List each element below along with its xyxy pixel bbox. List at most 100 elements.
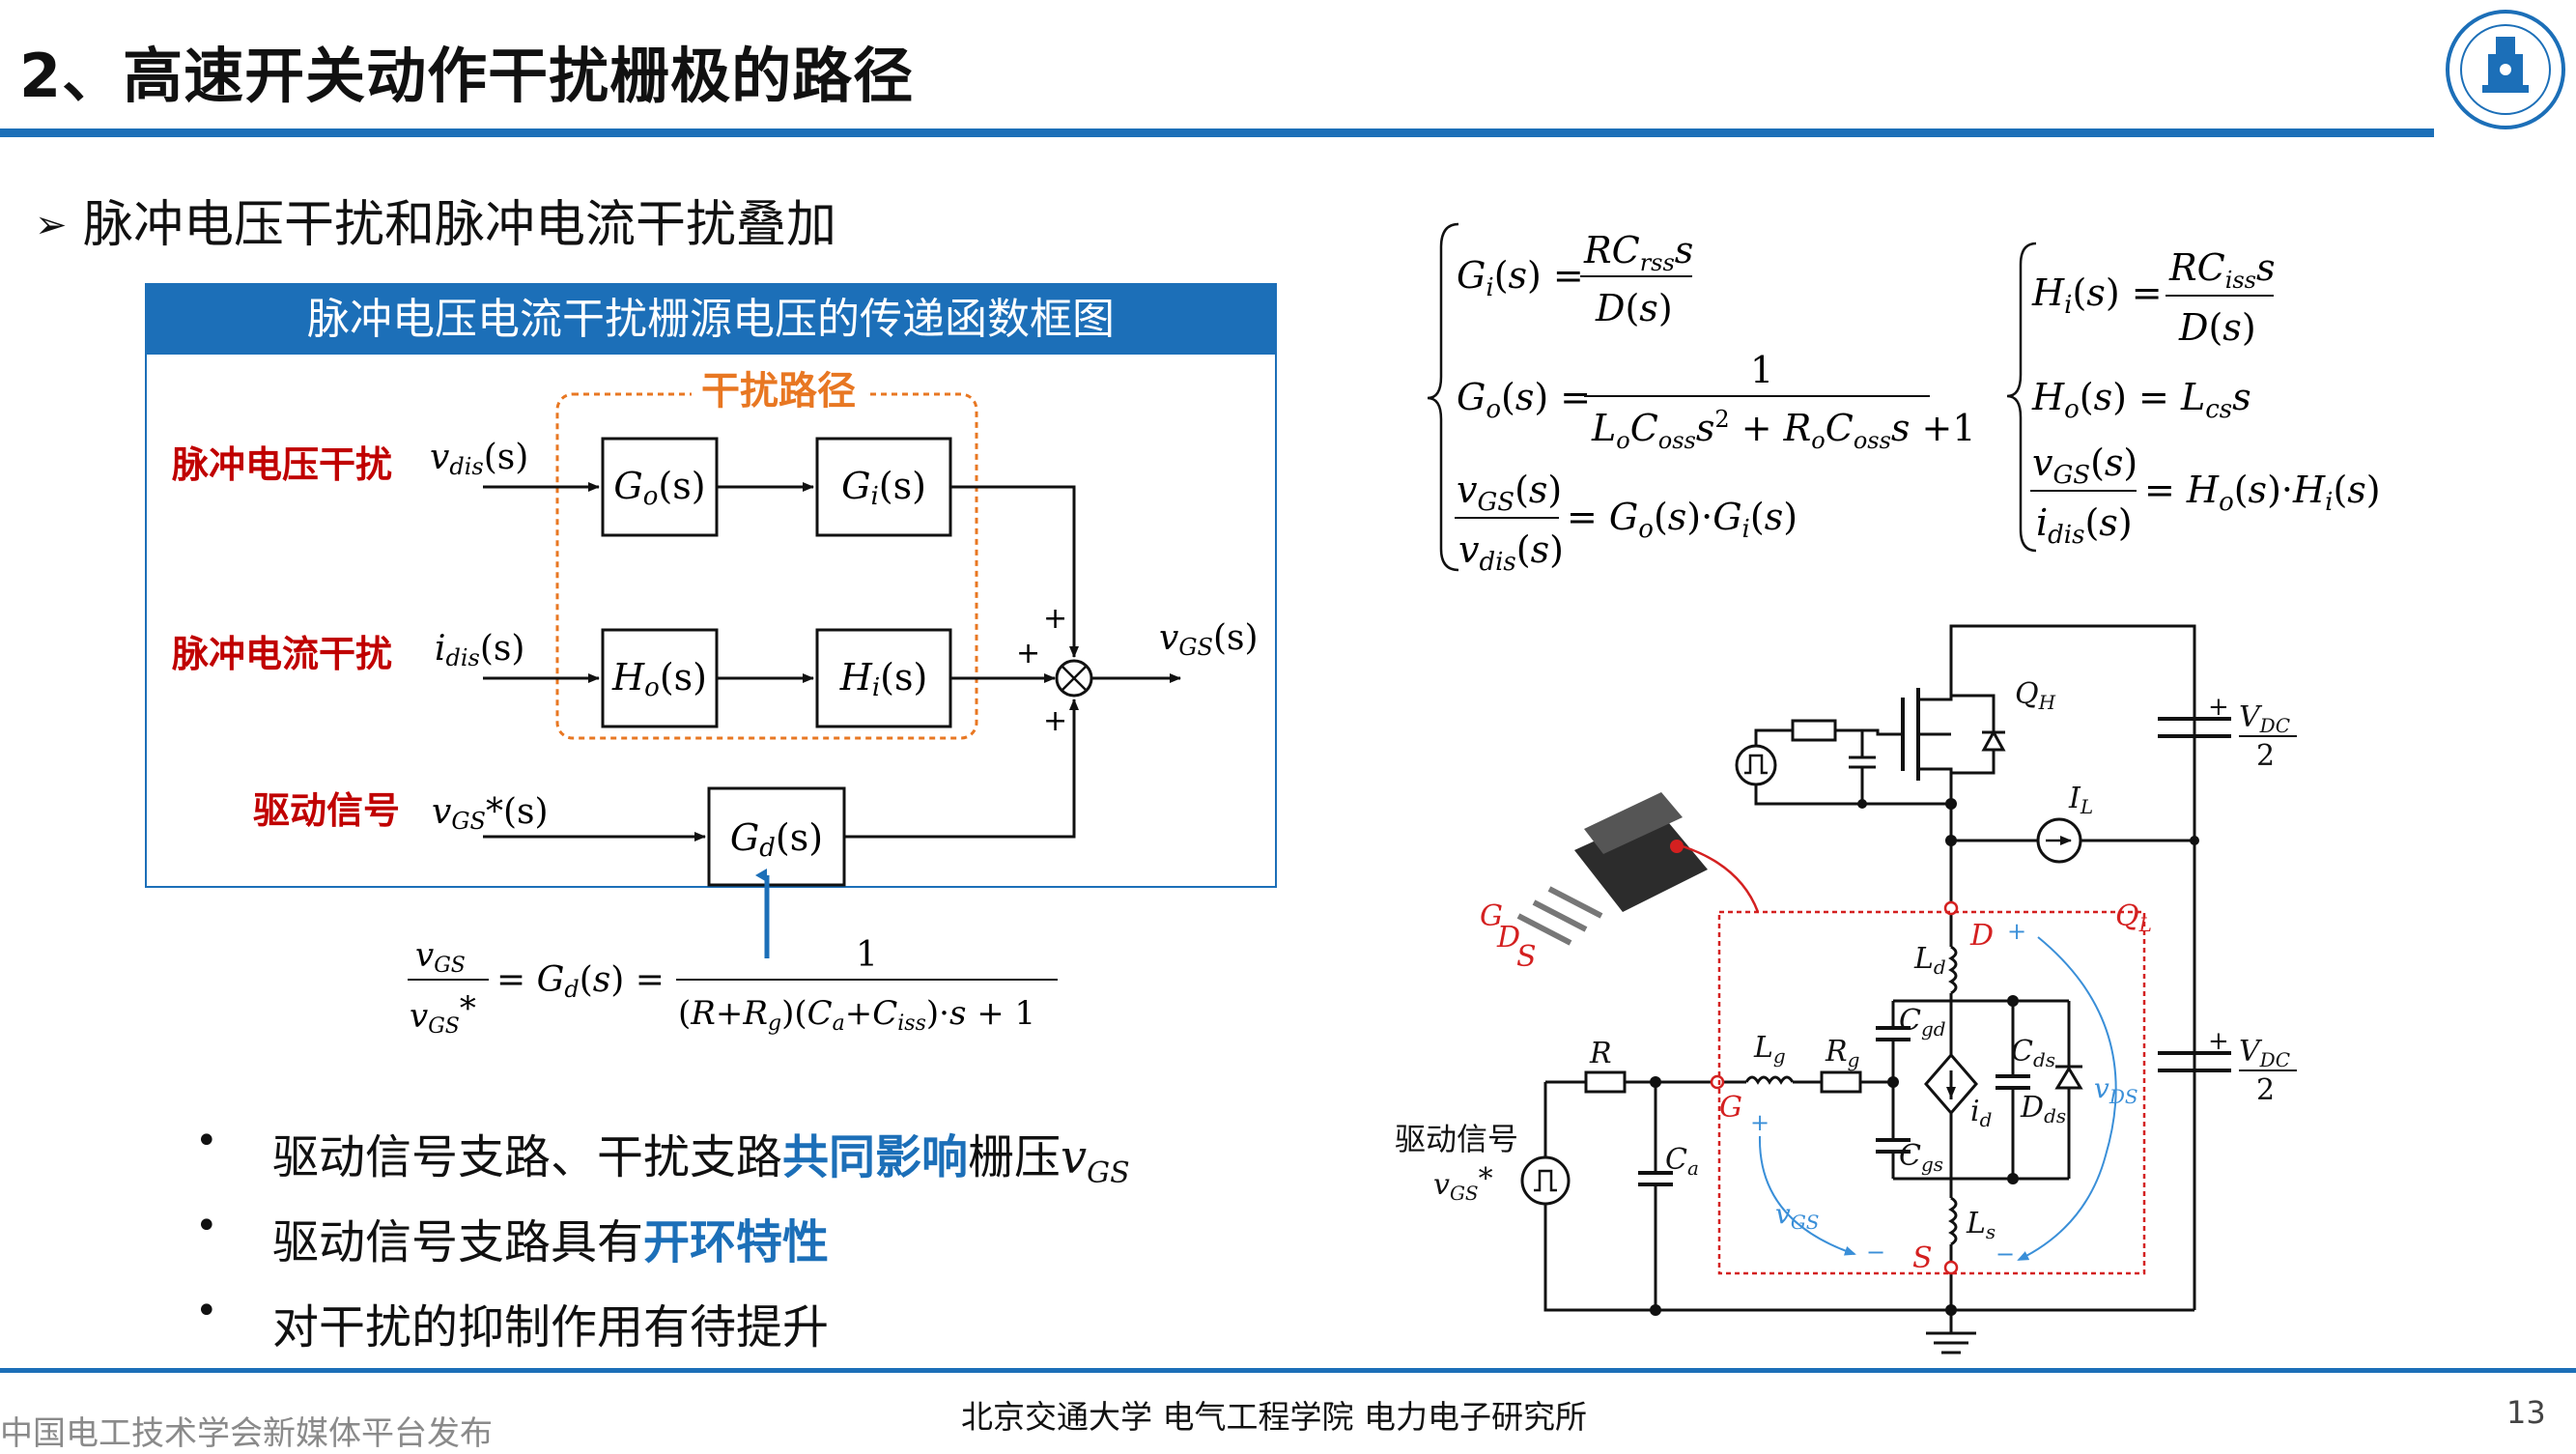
label-cds: Cds	[2011, 1035, 2055, 1071]
wire-gd-sum	[844, 698, 1079, 839]
input-current-label: 脉冲电流干扰	[172, 633, 392, 675]
block-gi-label: Gi(s)	[841, 465, 926, 511]
svg-text:= Gd(s) =: = Gd(s) =	[496, 960, 665, 1003]
label-il: IL	[2068, 782, 2093, 818]
label-vgs: vGS	[1775, 1198, 1820, 1234]
low-side-device-box	[1717, 910, 2146, 1275]
node-s-label: S	[1912, 1241, 1933, 1275]
block-go	[601, 437, 719, 537]
label-qh: QH	[2015, 677, 2056, 714]
bullet-2-text: 驱动信号支路具有	[272, 1215, 644, 1269]
label-vds: vDS	[2094, 1072, 2138, 1108]
vdc-bottom-plus: +	[2208, 1027, 2229, 1056]
svg-text:D(s): D(s)	[1595, 287, 1673, 329]
input-voltage-label: 脉冲电压干扰	[172, 443, 392, 486]
input-drive-label: 驱动信号	[253, 789, 400, 832]
block-go-label: Go(s)	[613, 465, 705, 511]
svg-text:Ho(s) = Lcss: Ho(s) = Lcss	[2031, 376, 2251, 424]
label-ql: QL	[2115, 899, 2152, 936]
bullet-1-var: v	[1061, 1130, 1088, 1184]
block-diagram-panel: 脉冲电压电流干扰栅源电压的传递函数框图	[145, 283, 1277, 888]
label-vdc-bottom-den: 2	[2256, 1073, 2275, 1107]
bullet-dot-icon: •	[195, 1204, 218, 1248]
bullet-3-text: 对干扰的抑制作用有待提升	[272, 1300, 830, 1354]
page-number: 13	[2506, 1394, 2546, 1431]
footer-institution: 北京交通大学 电气工程学院 电力电子研究所	[961, 1398, 1587, 1436]
svg-text:Gi(s) =: Gi(s) =	[1457, 254, 1584, 302]
interference-path-label: 干扰路径	[701, 369, 856, 413]
signal-vdis: vdis(s)	[430, 438, 528, 480]
node-g-label: G	[1719, 1091, 1742, 1125]
vds-plus: +	[2007, 918, 2026, 945]
svg-text:= Ho(s)·Hi(s): = Ho(s)·Hi(s)	[2144, 469, 2381, 517]
svg-text:LoCosss2 + RoCosss +1: LoCosss2 + RoCosss +1	[1591, 406, 1976, 454]
svg-text:vGS(s): vGS(s)	[2032, 442, 2137, 490]
label-ls: Ls	[1966, 1207, 1996, 1243]
main-bullet: ➢ 脉冲电压干扰和脉冲电流干扰叠加	[35, 184, 836, 256]
vgs-plus: +	[1750, 1109, 1769, 1136]
label-lg: Lg	[1753, 1031, 1786, 1068]
vgs-minus: −	[1866, 1239, 1885, 1266]
label-vdc-top: VDC	[2239, 700, 2290, 737]
sum-plus-top: +	[1043, 602, 1067, 636]
output-vgs: vGS(s)	[1159, 618, 1259, 661]
svg-text:= Go(s)·Gi(s): = Go(s)·Gi(s)	[1567, 496, 1798, 544]
block-gi	[815, 437, 952, 537]
svg-text:RCrsss: RCrsss	[1583, 229, 1693, 276]
label-vdc-bottom: VDC	[2239, 1035, 2290, 1071]
pkg-s-label: S	[1516, 940, 1537, 974]
node-d-label: D	[1969, 919, 1994, 953]
block-ho-label: Ho(s)	[611, 656, 707, 702]
label-rg: Rg	[1825, 1035, 1859, 1071]
label-ld: Ld	[1913, 942, 1946, 979]
path-label-bg	[692, 372, 865, 416]
bullet-1-text: 驱动信号支路、干扰支路	[272, 1130, 783, 1184]
label-dds: Dds	[2020, 1091, 2066, 1127]
vds-minus: −	[1996, 1240, 2015, 1268]
svg-text:D(s): D(s)	[2178, 306, 2256, 349]
main-bullet-text: 脉冲电压干扰和脉冲电流干扰叠加	[83, 196, 837, 254]
drive-signal-label: 驱动信号	[1395, 1121, 1518, 1157]
svg-text:(R+Rg)(Ca+Ciss)·s + 1: (R+Rg)(Ca+Ciss)·s + 1	[678, 994, 1035, 1036]
title-divider	[0, 128, 2434, 137]
block-hi-label: Hi(s)	[839, 656, 928, 702]
label-cgs: Cgs	[1899, 1139, 1943, 1176]
svg-text:RCisss: RCisss	[2168, 246, 2276, 294]
bullet-arrow-icon: ➢	[35, 203, 68, 247]
sum-plus-bottom: +	[1043, 704, 1067, 738]
svg-text:Hi(s) =: Hi(s) =	[2031, 271, 2163, 320]
svg-text:Go(s) =: Go(s) =	[1457, 376, 1591, 424]
to247-package-icon	[1516, 792, 1708, 946]
bullet-2-highlight: 开环特性	[643, 1215, 830, 1269]
svg-text:1: 1	[1750, 349, 1773, 391]
bullet-1-var-sub: GS	[1087, 1156, 1130, 1190]
signal-vgs-star: vGS*(s)	[432, 792, 549, 835]
pkg-g-label: G	[1480, 899, 1503, 933]
signal-idis: idis(s)	[435, 629, 524, 671]
footer-publisher: 中国电工技术学会新媒体平台发布	[0, 1414, 493, 1453]
block-gd-label: Gd(s)	[730, 816, 823, 863]
label-r: R	[1589, 1037, 1612, 1070]
sum-plus-left: +	[1016, 637, 1040, 670]
block-gd	[707, 786, 846, 887]
footer-divider	[0, 1368, 2576, 1373]
label-cgd: Cgd	[1899, 1004, 1946, 1041]
bullet-dot-icon: •	[195, 1119, 218, 1163]
vdc-top-plus: +	[2208, 693, 2229, 722]
wire-gi-sum	[950, 485, 1079, 658]
university-seal-logo	[2446, 10, 2565, 129]
label-drive-var: vGS*	[1433, 1162, 1493, 1205]
bullet-dot-icon: •	[195, 1289, 218, 1333]
bullet-1-tail: 栅压	[968, 1130, 1062, 1184]
label-vdc-top-den: 2	[2256, 739, 2275, 773]
block-diagram-header: 脉冲电压电流干扰栅源电压的传递函数框图	[147, 285, 1275, 355]
label-ca: Ca	[1665, 1143, 1699, 1180]
slide-title: 2、高速开关动作干扰栅极的路径	[19, 41, 915, 111]
label-id: id	[1970, 1095, 1992, 1131]
svg-text:1: 1	[856, 935, 878, 975]
bullet-1-highlight: 共同影响	[782, 1130, 969, 1184]
